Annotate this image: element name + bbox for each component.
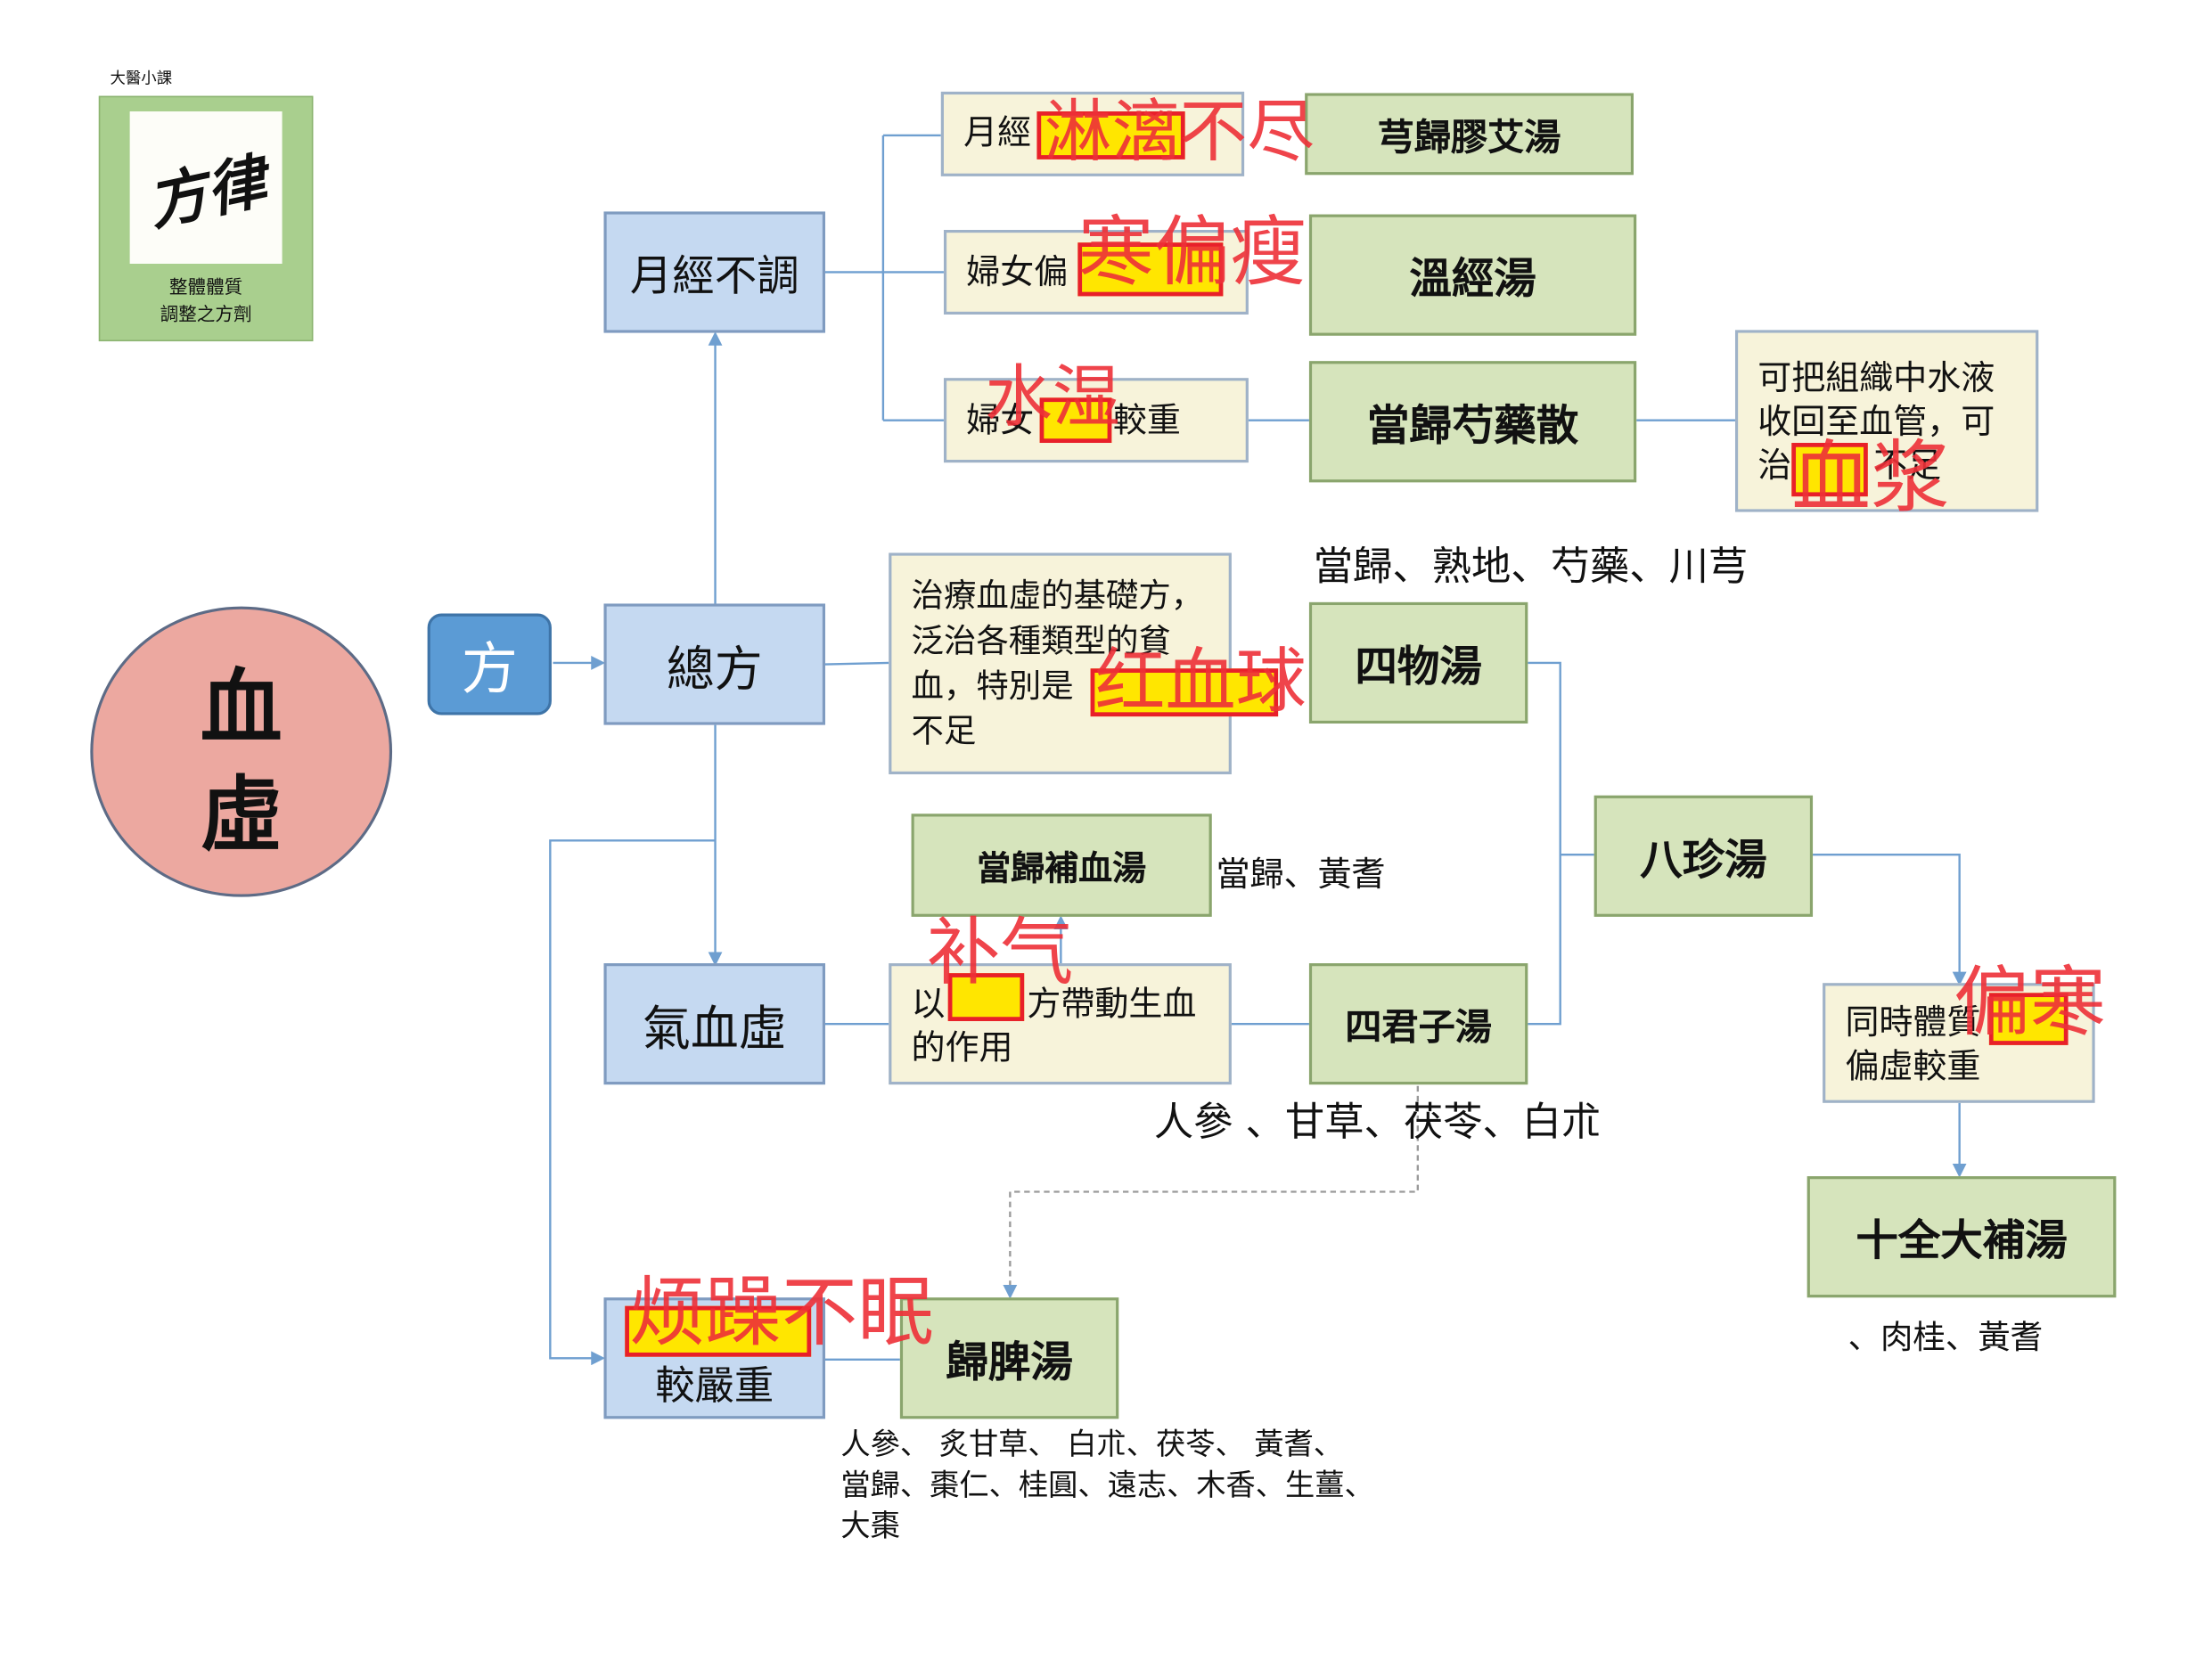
- formula-danggui-buxue-label: 當歸補血湯: [977, 847, 1147, 889]
- formula-danggui-shaoyao: 當歸芍藥散: [1308, 361, 1637, 483]
- highlight-hongxueqiu: [1090, 668, 1279, 717]
- desc-base-line3: 血，特別是: [911, 668, 1074, 706]
- desc-base: 治療血虛的基礎方， 泛治各種類型的貧 血，特別是 不足: [889, 552, 1232, 774]
- circle-char-2: 虛: [200, 767, 283, 863]
- arrow-bazhen-to-tongshi: [1813, 854, 1967, 986]
- formula-guipi: 歸脾湯: [899, 1297, 1119, 1419]
- circle-char-1: 血: [200, 659, 283, 756]
- line-zongfang-base: [824, 661, 889, 666]
- logo-calligraphy-panel: 方律: [129, 111, 283, 264]
- highlight-pian: [1077, 242, 1224, 297]
- node-jiao-yanzhong-label: 較嚴重: [655, 1362, 774, 1410]
- branch-yuejing: [825, 134, 944, 421]
- highlight-fanzao: [625, 1305, 812, 1357]
- herbs-guipi-line1: 人參、 炙甘草、 白朮、茯苓、 黃耆、: [840, 1427, 1343, 1461]
- annotation-xuejiang: 血浆: [1791, 432, 1950, 525]
- formula-wenjing-label: 溫經湯: [1409, 255, 1536, 305]
- formula-guipi-label: 歸脾湯: [946, 1338, 1073, 1388]
- desc-qi-line2: 的作用: [911, 1027, 1013, 1068]
- node-yuejing-butiao-label: 月經不調: [629, 252, 799, 302]
- herbs-shiquan: 、肉桂、黃耆: [1847, 1320, 2044, 1357]
- desc-tissue-line3b: 不足: [1873, 446, 1942, 486]
- formula-sijunzi: 四君子湯: [1308, 963, 1528, 1085]
- annotation-hongxueqiu: 红血球: [1094, 640, 1307, 723]
- annotation-buqi: 补气: [926, 911, 1074, 996]
- desc-qi: 以 方帶動生血 的作用: [889, 963, 1232, 1085]
- desc-tissue-line3a: 治: [1757, 446, 1792, 486]
- desc-shui-after: 較重: [1112, 400, 1181, 440]
- dashed-sijunzi-to-guipi: [1003, 1085, 1420, 1299]
- highlight-shui: [1039, 397, 1112, 444]
- desc-pian-prefix: 婦女偏: [966, 252, 1069, 292]
- formula-wenjing: 溫經湯: [1308, 214, 1637, 336]
- node-zong-fang: 總方: [603, 603, 826, 725]
- fang-label-text: 方: [461, 637, 518, 703]
- herbs-guipi-line2: 當歸、棗仁、桂圓、遠志、木香、生薑、: [840, 1468, 1374, 1502]
- logo-line1: 整體體質: [168, 277, 243, 299]
- herbs-danggui-buxue: 當歸、黃耆: [1216, 855, 1386, 895]
- highlight-linli: [1036, 111, 1185, 159]
- formula-sijunzi-label: 四君子湯: [1345, 1006, 1492, 1049]
- annotation-linli: 淋漓不尽: [1044, 93, 1315, 173]
- highlight-buqi: [947, 973, 1025, 1021]
- desc-qi-line1b: 方帶動生血: [1027, 984, 1197, 1025]
- formula-xiongui-jiaoai-label: 芎歸膠艾湯: [1377, 116, 1561, 159]
- logo-badge: 方律 整體體質 調整之方劑: [98, 95, 314, 342]
- desc-linli-prefix: 月經: [963, 112, 1032, 152]
- formula-siwu-label: 四物湯: [1355, 642, 1482, 693]
- blood-deficiency-circle: 血 虛: [90, 606, 393, 897]
- desc-qi-line1a: 以: [911, 984, 946, 1025]
- highlight-pianhan: [1988, 993, 2069, 1045]
- formula-shiquan-dabu-label: 十全大補湯: [1856, 1216, 2068, 1267]
- node-zong-fang-label: 總方: [666, 641, 763, 698]
- formula-danggui-shaoyao-label: 當歸芍藥散: [1366, 402, 1579, 452]
- desc-tongshi-line2: 偏虛較重: [1845, 1046, 1981, 1086]
- annotation-hanpianshou: 寒偏瘦: [1077, 207, 1307, 297]
- highlight-xuejiang: [1791, 443, 1868, 497]
- logo-caption: 大醫小課: [110, 69, 173, 88]
- node-qixue-xu-label: 氣血虛: [643, 1001, 787, 1058]
- desc-tissue-line2: 收回至血管，可: [1757, 402, 1995, 442]
- desc-base-line4: 不足: [911, 713, 977, 751]
- node-qixue-xu: 氣血虛: [603, 963, 826, 1085]
- herbs-siwu: 當歸、熟地、芍藥、川芎: [1313, 543, 1749, 590]
- formula-xiongui-jiaoai: 芎歸膠艾湯: [1305, 93, 1634, 176]
- desc-base-line1: 治療血虛的基礎方，: [911, 577, 1204, 616]
- node-yuejing-butiao: 月經不調: [603, 211, 826, 333]
- desc-tongshi-line1: 同時體質: [1845, 1002, 1981, 1043]
- logo-line2: 調整之方劑: [160, 304, 252, 326]
- formula-bazhen-label: 八珍湯: [1640, 836, 1767, 887]
- desc-base-line2: 泛治各種類型的貧: [911, 623, 1171, 660]
- annotation-shuishi: 水湿: [984, 358, 1120, 437]
- logo-calligraphy: 方律: [141, 145, 273, 238]
- formula-danggui-buxue: 當歸補血湯: [911, 814, 1212, 917]
- desc-tissue: 可把組織中水液 收回至血管，可 治 不足: [1734, 330, 2039, 512]
- fang-label: 方: [427, 613, 552, 716]
- formula-shiquan-dabu: 十全大補湯: [1806, 1176, 2117, 1298]
- desc-shui-before: 婦女: [966, 400, 1035, 440]
- annotation-pianhan: 偏寒: [1954, 957, 2107, 1047]
- annotation-fanzao: 烦躁不眠: [628, 1267, 934, 1357]
- formula-siwu: 四物湯: [1308, 601, 1528, 724]
- herbs-sijunzi: 人參 、甘草、茯苓、白朮: [1153, 1099, 1602, 1146]
- herbs-guipi-line3: 大棗: [840, 1509, 900, 1543]
- line-to-jiaoyanzhong: [549, 839, 716, 1366]
- line-siwu-bazhen: [1528, 661, 1594, 1026]
- desc-tissue-line1: 可把組織中水液: [1757, 358, 1995, 398]
- formula-bazhen: 八珍湯: [1593, 795, 1814, 917]
